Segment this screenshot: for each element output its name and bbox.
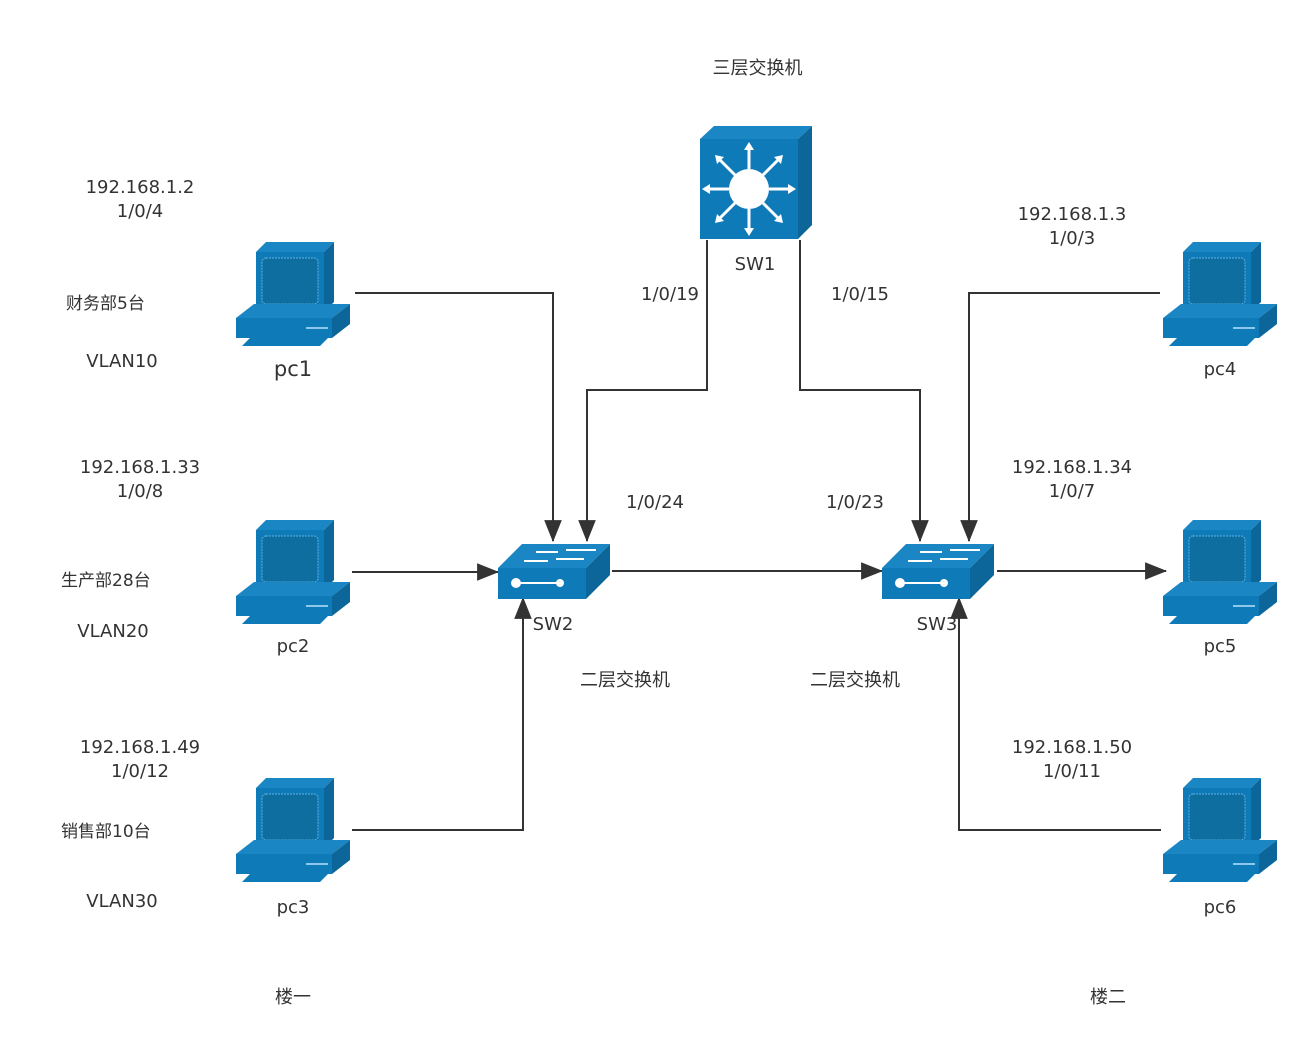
vlan-label: VLAN10 bbox=[86, 351, 158, 372]
pc3-name: pc3 bbox=[276, 897, 310, 918]
pc1-address-block: 192.168.1.2 1/0/4 bbox=[70, 176, 210, 224]
link-sw1-sw2 bbox=[578, 240, 708, 543]
pc4-ip: 192.168.1.3 bbox=[1017, 204, 1127, 225]
department-label: 财务部5台 bbox=[66, 294, 145, 314]
layer2-switch-icon[interactable] bbox=[496, 542, 612, 600]
pc1-ip: 192.168.1.2 bbox=[85, 177, 195, 198]
sw3-name: SW3 bbox=[916, 614, 958, 635]
pc5-ip: 192.168.1.34 bbox=[1011, 457, 1133, 478]
pc2-port: 1/0/8 bbox=[116, 481, 164, 502]
floor-label-1: 楼一 bbox=[275, 987, 311, 1008]
pc1-name: pc1 bbox=[273, 357, 313, 381]
pc6-address-block: 192.168.1.50 1/0/11 bbox=[1002, 736, 1142, 784]
layer3-switch-icon[interactable] bbox=[698, 125, 814, 241]
pc4-port: 1/0/3 bbox=[1048, 228, 1096, 249]
pc6-ip: 192.168.1.50 bbox=[1011, 737, 1133, 758]
pc2-address-block: 192.168.1.33 1/0/8 bbox=[70, 456, 210, 504]
core-switch-name: SW1 bbox=[734, 254, 776, 275]
link-pc1-sw2 bbox=[355, 292, 562, 543]
pc5-name: pc5 bbox=[1203, 636, 1237, 657]
link-pc4-sw3 bbox=[960, 292, 1160, 543]
department-label: 销售部10台 bbox=[61, 822, 151, 842]
desktop-computer-icon[interactable] bbox=[234, 240, 352, 348]
sw2-name: SW2 bbox=[532, 614, 574, 635]
pc6-port: 1/0/11 bbox=[1043, 761, 1101, 782]
link-sw1-sw3 bbox=[799, 240, 929, 543]
link-pc6-sw3 bbox=[950, 596, 1161, 831]
pc2-ip: 192.168.1.33 bbox=[79, 457, 201, 478]
vlan-label: VLAN20 bbox=[77, 621, 149, 642]
desktop-computer-icon[interactable] bbox=[1161, 776, 1279, 884]
pc4-name: pc4 bbox=[1203, 359, 1237, 380]
pc1-port: 1/0/4 bbox=[116, 201, 164, 222]
floor-label-2: 楼二 bbox=[1090, 987, 1126, 1008]
desktop-computer-icon[interactable] bbox=[1161, 240, 1279, 348]
sw1-port-to-sw3: 1/0/15 bbox=[831, 284, 889, 305]
pc4-address-block: 192.168.1.3 1/0/3 bbox=[1002, 203, 1142, 251]
sw1-port-to-sw2: 1/0/19 bbox=[641, 284, 699, 305]
pc5-port: 1/0/7 bbox=[1048, 481, 1096, 502]
sw2-uplink-port: 1/0/24 bbox=[626, 492, 684, 513]
core-switch-type-label: 三层交换机 bbox=[712, 58, 803, 79]
pc3-port: 1/0/12 bbox=[111, 761, 169, 782]
pc5-address-block: 192.168.1.34 1/0/7 bbox=[1002, 456, 1142, 504]
department-label: 生产部28台 bbox=[61, 571, 151, 591]
vlan-label: VLAN30 bbox=[86, 891, 158, 912]
sw3-uplink-port: 1/0/23 bbox=[826, 492, 884, 513]
layer2-switch-icon[interactable] bbox=[880, 542, 996, 600]
sw2-type-label: 二层交换机 bbox=[580, 670, 670, 691]
pc6-name: pc6 bbox=[1203, 897, 1237, 918]
sw3-type-label: 二层交换机 bbox=[810, 670, 900, 691]
pc2-name: pc2 bbox=[276, 636, 310, 657]
desktop-computer-icon[interactable] bbox=[234, 518, 352, 626]
desktop-computer-icon[interactable] bbox=[234, 776, 352, 884]
pc3-ip: 192.168.1.49 bbox=[79, 737, 201, 758]
desktop-computer-icon[interactable] bbox=[1161, 518, 1279, 626]
pc3-address-block: 192.168.1.49 1/0/12 bbox=[70, 736, 210, 784]
link-pc3-sw2 bbox=[352, 596, 532, 831]
